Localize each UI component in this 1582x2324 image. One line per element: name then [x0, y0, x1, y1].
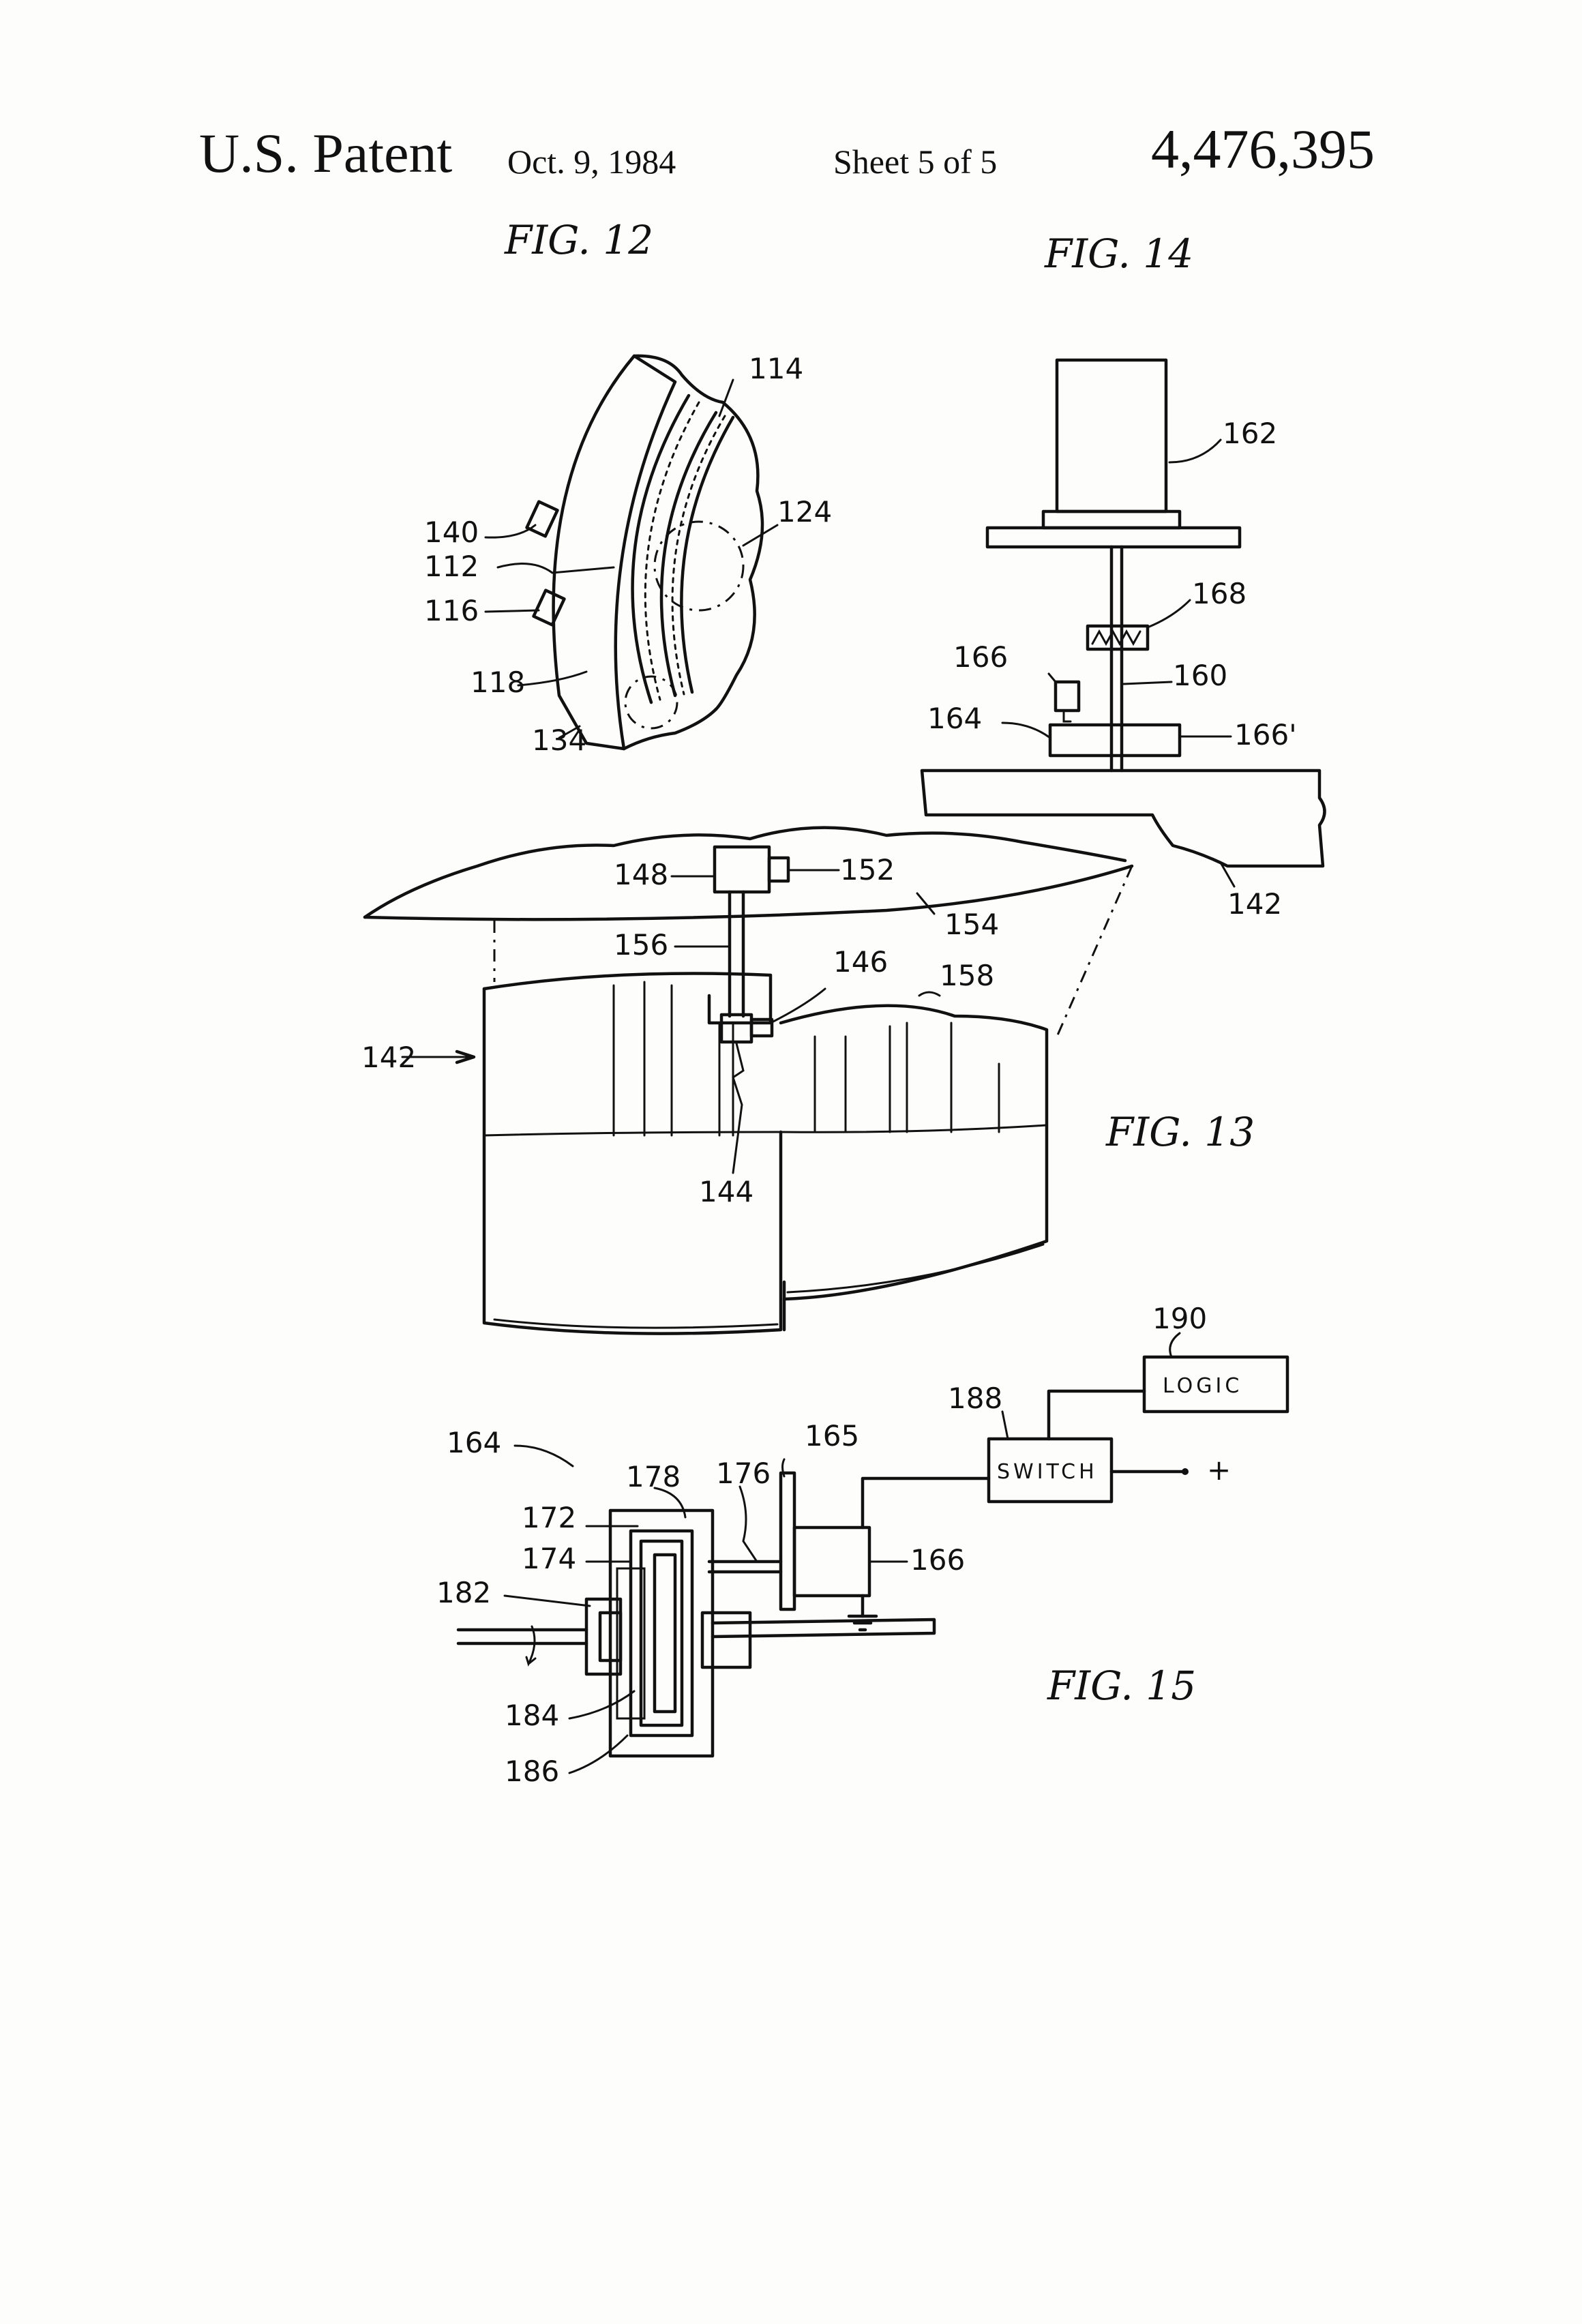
ref-184: 184 — [505, 1699, 559, 1732]
ref-164-fig15: 164 — [447, 1426, 501, 1459]
ref-114: 114 — [749, 352, 803, 385]
ref-174: 174 — [522, 1542, 576, 1575]
ref-166: 166 — [953, 640, 1008, 674]
switch-box-label: SWITCH — [997, 1460, 1098, 1484]
ref-186: 186 — [505, 1755, 559, 1788]
ref-144: 144 — [699, 1175, 753, 1208]
ref-156: 156 — [614, 928, 668, 962]
ref-140: 140 — [424, 516, 479, 549]
ref-166-fig15: 166 — [910, 1543, 965, 1577]
fig13-title: FIG. 13 — [1105, 1109, 1255, 1155]
ref-112: 112 — [424, 550, 479, 583]
ref-176: 176 — [716, 1457, 771, 1490]
figure-14: FIG. 14 162 — [922, 230, 1325, 921]
ref-166-prime: 166' — [1234, 718, 1297, 751]
figure-15: FIG. 15 LOGIC SWITCH — [436, 1302, 1287, 1788]
ref-142-fig13: 142 — [361, 1041, 416, 1074]
ref-168: 168 — [1192, 577, 1247, 610]
ref-146: 146 — [833, 945, 888, 979]
ref-152: 152 — [840, 853, 895, 887]
ref-162: 162 — [1223, 417, 1277, 450]
ref-134: 134 — [532, 724, 586, 757]
ref-190: 190 — [1152, 1302, 1207, 1335]
ref-165: 165 — [805, 1419, 859, 1452]
ref-178: 178 — [626, 1460, 681, 1493]
ref-160: 160 — [1173, 659, 1227, 692]
fig12-title: FIG. 12 — [504, 217, 653, 263]
ref-148: 148 — [614, 858, 668, 891]
ref-116: 116 — [424, 594, 479, 627]
ref-182: 182 — [436, 1576, 491, 1609]
fig15-title: FIG. 15 — [1047, 1663, 1196, 1709]
figure-13: FIG. 13 — [361, 828, 1255, 1334]
ref-188: 188 — [948, 1382, 1002, 1415]
logic-box-label: LOGIC — [1163, 1374, 1242, 1398]
ref-164: 164 — [927, 702, 982, 735]
ref-142-fig14: 142 — [1227, 887, 1282, 921]
ref-158: 158 — [940, 959, 994, 992]
ref-118: 118 — [471, 666, 525, 699]
ref-154: 154 — [944, 908, 999, 941]
fig14-title: FIG. 14 — [1044, 230, 1193, 277]
ref-124: 124 — [777, 495, 832, 528]
figure-12: FIG. 12 — [424, 217, 832, 757]
plus-terminal: + — [1207, 1453, 1231, 1487]
ref-172: 172 — [522, 1501, 576, 1534]
